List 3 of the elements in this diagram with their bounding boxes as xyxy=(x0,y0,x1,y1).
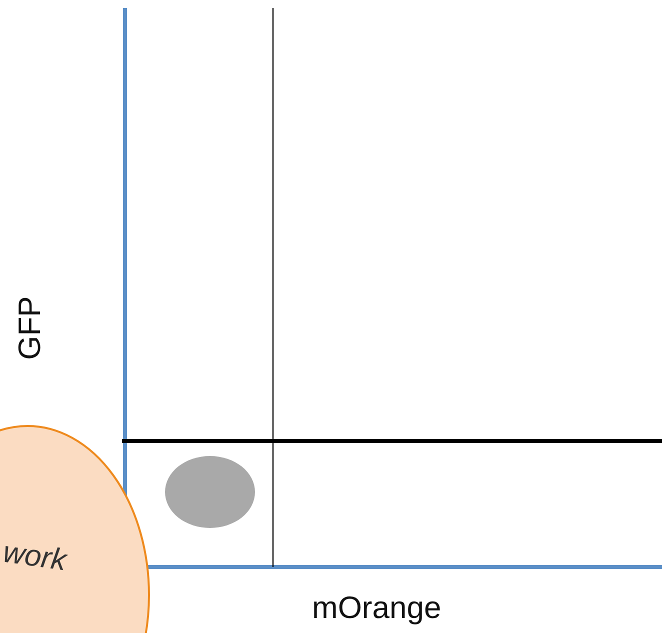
axis-title: GFP xyxy=(12,296,48,360)
shape-label: work xyxy=(0,536,68,578)
axis-title: mOrange xyxy=(312,590,442,626)
